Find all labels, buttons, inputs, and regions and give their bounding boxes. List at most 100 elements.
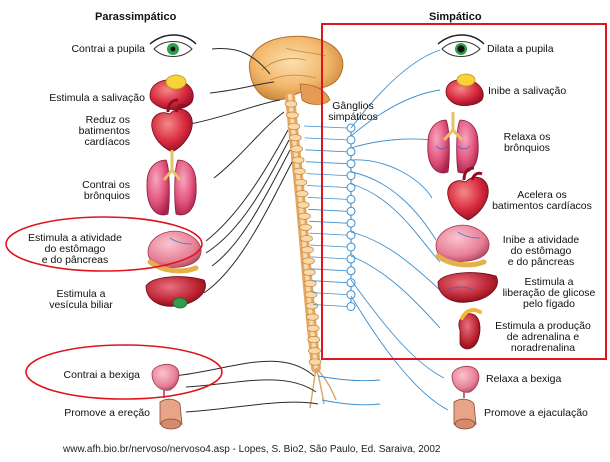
- ganglion: [347, 243, 355, 251]
- symp-label-liver: Estimula a liberação de glicose pelo fíg…: [493, 277, 605, 310]
- stomach-pancreas-icon: [148, 231, 201, 271]
- bladder-icon: [452, 366, 479, 398]
- vertebra: [301, 235, 313, 241]
- vertebra: [288, 123, 300, 129]
- symp-label-line: Inibe a salivação: [488, 86, 566, 97]
- ganglion-connector: [305, 138, 347, 140]
- salivary-gland-icon: [446, 74, 483, 106]
- ganglion-connector: [312, 281, 347, 283]
- symp-label-bladder: Relaxa a bexiga: [486, 374, 561, 385]
- vertebra: [303, 269, 315, 275]
- vertebra: [307, 325, 319, 331]
- eye-icon: [438, 35, 484, 57]
- eye-icon: [150, 35, 196, 57]
- vertebra: [291, 146, 303, 152]
- salivary-gland-icon: [150, 75, 193, 109]
- lungs-icon: [428, 112, 478, 173]
- bladder-icon: [152, 364, 179, 398]
- ganglion-connector: [304, 126, 347, 128]
- heart-icon: [448, 168, 489, 220]
- ganglion-connector: [309, 221, 347, 223]
- ganglion-connector: [312, 293, 347, 295]
- vertebra: [309, 348, 321, 354]
- vertebra: [292, 157, 304, 163]
- symp-label-line: Dilata a pupila: [487, 44, 554, 55]
- symp-label-heart: Acelera os batimentos cardíacos: [487, 190, 597, 212]
- vertebra: [302, 247, 314, 253]
- para-label-line: vesícula biliar: [20, 300, 142, 311]
- genitals-icon: [160, 399, 182, 429]
- ganglion-connector: [306, 174, 347, 176]
- ganglion: [347, 136, 355, 144]
- ganglion-connector: [311, 269, 347, 271]
- ganglion-connector: [307, 186, 347, 188]
- symp-label-line: Relaxa a bexiga: [486, 374, 561, 385]
- ganglion-connector: [308, 209, 347, 211]
- para-label-line: brônquios: [82, 191, 130, 202]
- sympathetic-header: Simpático: [429, 12, 482, 23]
- ganglion-connector: [308, 197, 347, 199]
- vertebra: [289, 135, 301, 141]
- ganglion: [347, 160, 355, 168]
- liver-icon: [438, 273, 498, 303]
- brain-icon: [249, 36, 342, 104]
- lungs-icon: [147, 150, 196, 215]
- gallbladder-liver-icon: [146, 277, 206, 308]
- ganglion: [347, 303, 355, 311]
- symp-label-stomach: Inibe a atividade do estômago e do pâncr…: [492, 235, 590, 268]
- symp-label-line: batimentos cardíacos: [487, 201, 597, 212]
- ganglion: [347, 291, 355, 299]
- symp-label-salivary: Inibe a salivação: [488, 86, 566, 97]
- vertebra: [296, 191, 308, 197]
- vertebra: [295, 179, 307, 185]
- para-label-salivary: Estimula a salivação: [49, 93, 145, 104]
- para-label-gallbladder: Estimula a vesícula biliar: [20, 289, 142, 311]
- symp-label-lungs: Relaxa os brônquios: [492, 132, 562, 154]
- symp-label-line: noradrenalina: [484, 343, 602, 354]
- ganglion: [347, 148, 355, 156]
- symp-label-eye: Dilata a pupila: [487, 44, 554, 55]
- para-label-lungs: Contrai os brônquios: [82, 180, 130, 202]
- symp-label-adrenal: Estimula a produção de adrenalina e nora…: [484, 321, 602, 354]
- adrenal-kidney-icon: [459, 310, 480, 349]
- source-citation: www.afh.bio.br/nervoso/nervoso4.asp - Lo…: [63, 444, 440, 455]
- symp-label-line: brônquios: [492, 143, 562, 154]
- genitals-icon: [454, 399, 476, 429]
- ganglion: [347, 267, 355, 275]
- symp-label-line: Promove a ejaculação: [484, 408, 588, 419]
- ganglion: [347, 219, 355, 227]
- ganglion-connector: [305, 150, 347, 152]
- para-label-line: cardíacos: [79, 137, 130, 148]
- vertebra: [306, 303, 318, 309]
- para-label-stomach: Estimula a atividade do estômago e do pâ…: [10, 233, 140, 266]
- vertebra: [309, 359, 321, 365]
- ganglion-connector: [306, 162, 347, 164]
- symp-label-line: pelo fígado: [493, 299, 605, 310]
- vertebra: [285, 101, 297, 107]
- stomach-pancreas-icon: [436, 225, 489, 265]
- para-label-line: e do pâncreas: [10, 255, 140, 266]
- para-label-bladder: Contrai a bexiga: [64, 370, 140, 381]
- para-label-line: Promove a ereção: [64, 408, 150, 419]
- para-label-line: Estimula a salivação: [49, 93, 145, 104]
- ganglia-label: Gânglios simpáticos: [316, 101, 390, 123]
- vertebra: [300, 224, 312, 230]
- ganglion: [347, 207, 355, 215]
- ganglia-label-line: simpáticos: [316, 112, 390, 123]
- vertebra: [308, 336, 320, 342]
- para-label-genitals: Promove a ereção: [64, 408, 150, 419]
- symp-label-genitals: Promove a ejaculação: [484, 408, 588, 419]
- ganglion-connector: [311, 257, 347, 259]
- para-label-heart: Reduz os batimentos cardíacos: [79, 115, 130, 148]
- ganglion: [347, 195, 355, 203]
- ganglion: [347, 279, 355, 287]
- ganglion-connector: [310, 245, 347, 247]
- vertebra: [286, 112, 298, 118]
- vertebra: [304, 280, 316, 286]
- vertebra: [297, 202, 309, 208]
- vertebra: [298, 213, 310, 219]
- para-label-line: Contrai a pupila: [71, 44, 145, 55]
- symp-label-line: e do pâncreas: [492, 257, 590, 268]
